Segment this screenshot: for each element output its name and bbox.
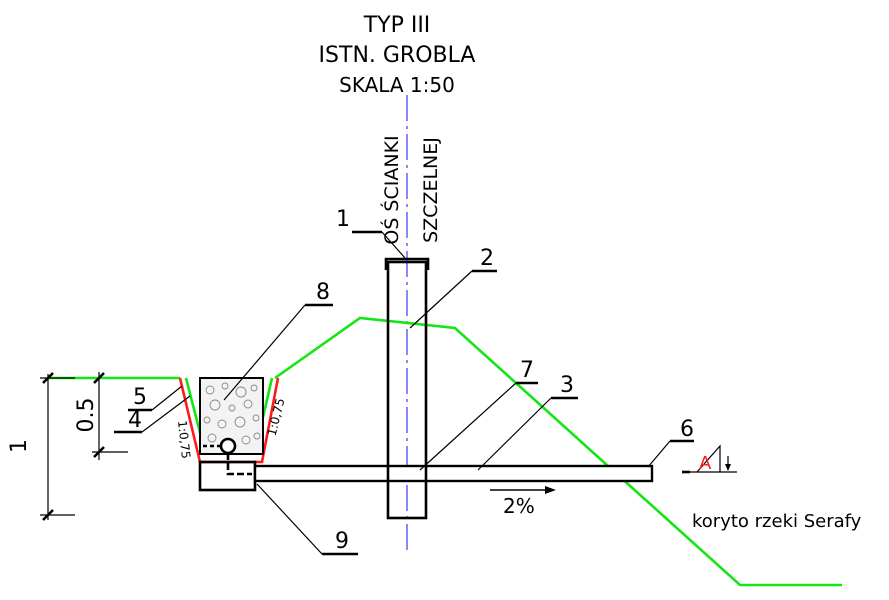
gradient-label: 2%	[503, 494, 535, 518]
callout-numbers: 1 2 3 4 5 6 7 8 9	[128, 207, 694, 554]
title-block: TYP III ISTN. GROBLA SKALA 1:50	[319, 13, 476, 97]
axis-label-line-2: SZCZELNEJ	[420, 137, 442, 243]
gradient-arrow-head	[545, 486, 556, 494]
callout-6: 6	[680, 417, 694, 442]
dimension-partial: 0.5	[74, 372, 128, 460]
callout-2: 2	[480, 246, 494, 271]
sheet-pile-cap	[384, 257, 430, 270]
title-line-3: SKALA 1:50	[339, 73, 455, 97]
slope-label-left: 1:0,75	[175, 420, 193, 460]
sheet-pile	[386, 260, 428, 520]
slope-label-right: 1:0,75	[265, 397, 288, 438]
callout-8: 8	[316, 280, 330, 305]
callout-4: 4	[128, 408, 142, 433]
level-marker-label: A	[699, 453, 712, 474]
callout-leaders	[114, 230, 694, 556]
title-line-1: TYP III	[363, 13, 431, 38]
callout-1: 1	[336, 207, 350, 232]
callout-3: 3	[560, 373, 574, 398]
callout-5: 5	[133, 385, 147, 410]
dimension-total: 1	[7, 372, 75, 521]
title-line-2: ISTN. GROBLA	[319, 43, 476, 68]
embankment-profile	[274, 316, 842, 587]
callout-9: 9	[335, 529, 349, 554]
horizontal-drain-pipe	[253, 464, 654, 483]
dimension-total-label: 1	[7, 439, 32, 453]
dimension-partial-label: 0.5	[74, 398, 99, 433]
axis-label-line-1: OŚ ŚCIANKI	[379, 135, 403, 244]
river-label: koryto rzeki Serafy	[692, 511, 862, 532]
drain-pipe	[219, 437, 237, 455]
drain-connector	[226, 453, 252, 476]
callout-7: 7	[520, 358, 534, 383]
level-marker: A	[682, 444, 737, 474]
